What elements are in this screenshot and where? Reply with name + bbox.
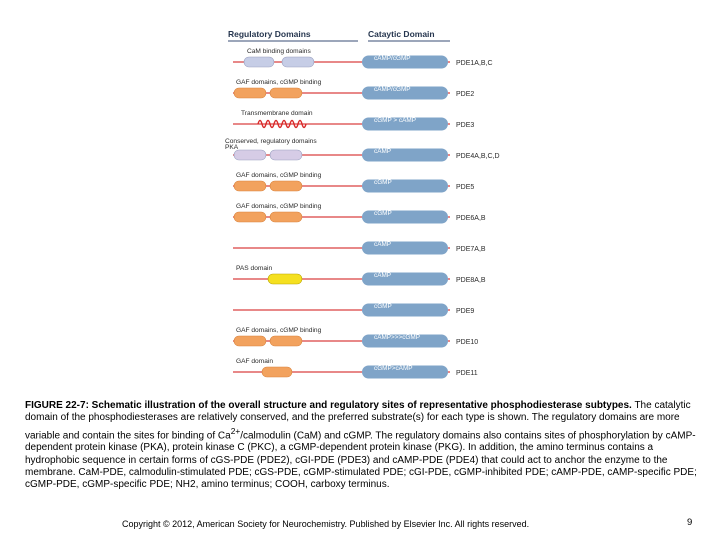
- gaf-domain-shape: [269, 87, 303, 99]
- pde-name-label: PDE4A,B,C,D: [456, 153, 500, 160]
- catalytic-domain-shape: [362, 272, 448, 286]
- regulatory-domain-label: GAF domain: [236, 358, 273, 365]
- regulatory-domain-label: Conserved, regulatory domains: [225, 138, 317, 145]
- caption-title: FIGURE 22-7: Schematic illustration of t…: [25, 400, 632, 411]
- pde-name-label: PDE7A,B: [456, 246, 486, 253]
- substrate-label: cGMP > cAMP: [374, 117, 416, 124]
- pde-row: cGMP>cAMP PDE11 GAF domain: [233, 358, 478, 379]
- catalytic-domain-shape: [362, 179, 448, 193]
- substrate-label: cAMP: [374, 148, 391, 155]
- gaf-domain-shape: [261, 366, 293, 378]
- gaf-domain-shape: [269, 180, 303, 192]
- pde-row: cAMP/cGMP PDE1A,B,C CaM binding domains: [233, 48, 493, 69]
- substrate-label: cGMP>cAMP: [374, 365, 413, 372]
- substrate-label: cAMP: [374, 241, 391, 248]
- cam-domain-shape: [281, 56, 315, 68]
- gaf-domain-shape: [233, 211, 267, 223]
- substrate-label: cAMP/cGMP: [374, 55, 411, 62]
- substrate-label: cAMP/cGMP: [374, 86, 411, 93]
- pde-row: cGMP PDE6A,B GAF domains, cGMP binding: [233, 203, 486, 224]
- regulatory-domain-label: PAS domain: [236, 265, 272, 272]
- regulatory-domain-label: GAF domains, cGMP binding: [236, 172, 322, 179]
- pde-name-label: PDE8A,B: [456, 277, 486, 284]
- catalytic-domain-shape: [362, 86, 448, 100]
- gaf-domain-shape: [233, 180, 267, 192]
- gaf-domain-shape: [233, 87, 267, 99]
- substrate-label: cAMP: [374, 272, 391, 279]
- pde-row: cAMP PDE8A,B PAS domain: [233, 265, 486, 286]
- pas-domain-shape: [267, 273, 303, 285]
- regulatory-domain-label: GAF domains, cGMP binding: [236, 79, 322, 86]
- catalytic-domain-shape: [362, 334, 448, 348]
- pde-name-label: PDE1A,B,C: [456, 60, 493, 67]
- regulatory-domains-header: Regulatory Domains: [228, 29, 311, 39]
- pde-row: cGMP PDE9: [233, 303, 474, 317]
- caption-body-part2: /calmodulin (CaM) and cGMP. The regulato…: [25, 429, 697, 491]
- pde-row: cAMP>>>cGMP PDE10 GAF domains, cGMP bindin…: [233, 327, 478, 348]
- page-number: 9: [687, 517, 693, 528]
- footer: Copyright © 2012, American Society for N…: [0, 517, 720, 533]
- regulatory-domain-label: GAF domains, cGMP binding: [236, 203, 322, 210]
- pde-name-label: PDE10: [456, 339, 478, 346]
- pde-name-label: PDE5: [456, 184, 474, 191]
- pde-name-label: PDE2: [456, 91, 474, 98]
- ucr-domain-shape: [269, 149, 303, 161]
- gaf-domain-shape: [269, 211, 303, 223]
- ucr-domain-shape: [233, 149, 267, 161]
- catalytic-domain-shape: [362, 210, 448, 224]
- regulatory-domain-label: Transmembrane domain: [241, 110, 313, 117]
- gaf-domain-shape: [233, 335, 267, 347]
- pde-row: cAMP PDE7A,B: [233, 241, 486, 255]
- catalytic-domain-header: Cataytic Domain: [368, 29, 435, 39]
- catalytic-domain-shape: [362, 241, 448, 255]
- pde-name-label: PDE6A,B: [456, 215, 486, 222]
- regulatory-domain-label: GAF domains, cGMP binding: [236, 327, 322, 334]
- pde-name-label: PDE3: [456, 122, 474, 129]
- figure-caption: FIGURE 22-7: Schematic illustration of t…: [25, 400, 703, 491]
- catalytic-domain-shape: [362, 55, 448, 69]
- copyright-notice: Copyright © 2012, American Society for N…: [122, 519, 530, 529]
- caption-body-part1: The catalytic domain of the phosphodiest…: [25, 400, 691, 441]
- pde-row: cAMP PDE4A,B,C,D Conserved, regulatory dom…: [225, 138, 500, 162]
- pde-row: cGMP > cAMP PDE3 Transmembrane domain: [233, 110, 474, 131]
- substrate-label: cGMP: [374, 210, 392, 217]
- catalytic-domain-shape: [362, 148, 448, 162]
- catalytic-domain-shape: [362, 303, 448, 317]
- substrate-label: cGMP: [374, 179, 392, 186]
- regulatory-domain-label: CaM binding domains: [247, 48, 311, 55]
- pde-row: cAMP/cGMP PDE2 GAF domains, cGMP binding: [233, 79, 474, 100]
- pde-structure-diagram: Regulatory Domains Cataytic Domain cAMP/…: [225, 29, 500, 379]
- gaf-domain-shape: [269, 335, 303, 347]
- caption-superscript: 2+: [230, 425, 241, 436]
- pde-name-label: PDE11: [456, 370, 478, 377]
- cam-domain-shape: [243, 56, 275, 68]
- catalytic-domain-shape: [362, 365, 448, 379]
- substrate-label: cGMP: [374, 303, 392, 310]
- pde-row: cGMP PDE5 GAF domains, cGMP binding: [233, 172, 474, 193]
- catalytic-domain-shape: [362, 117, 448, 131]
- substrate-label: cAMP>>>cGMP: [374, 334, 420, 341]
- pka-site-label: PKA: [225, 144, 239, 151]
- pde-name-label: PDE9: [456, 308, 474, 315]
- transmembrane-helix-shape: [257, 119, 307, 129]
